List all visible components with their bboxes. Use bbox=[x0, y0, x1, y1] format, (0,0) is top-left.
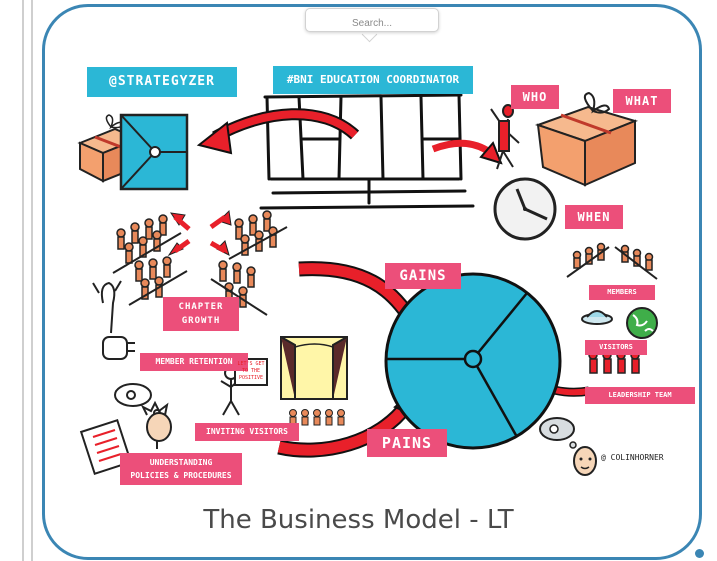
tag-pains: PAINS bbox=[367, 429, 447, 457]
tag-what: WHAT bbox=[613, 89, 671, 113]
growth-arrows-icon bbox=[167, 209, 232, 257]
arrow-left-icon bbox=[196, 108, 360, 155]
tag-strategyzer: @STRATEGYZER bbox=[87, 67, 237, 97]
tag-chapter-growth-line2: GROWTH bbox=[181, 316, 221, 326]
large-gift-box-icon bbox=[534, 91, 639, 187]
policy-paper-icon bbox=[79, 418, 133, 476]
credit-text: @ COLINHORNER bbox=[601, 453, 664, 462]
page-spine-right bbox=[31, 0, 33, 561]
resize-handle[interactable] bbox=[695, 549, 704, 558]
globe-icon bbox=[626, 307, 658, 339]
tag-understanding-line1: UNDERSTANDING bbox=[149, 458, 213, 467]
tag-member-retention: MEMBER RETENTION bbox=[140, 353, 248, 371]
tag-visitors: VISITORS bbox=[585, 340, 647, 355]
search-tooltip[interactable]: Search... bbox=[305, 8, 439, 32]
sketchnote-card[interactable]: @STRATEGYZER #BNI EDUCATION COORDINATOR … bbox=[42, 4, 702, 560]
image-caption: The Business Model - LT bbox=[203, 505, 514, 535]
arrow-right-icon bbox=[431, 139, 503, 165]
tag-chapter-growth-line1: CHAPTER bbox=[178, 302, 224, 312]
tag-gains: GAINS bbox=[385, 263, 461, 289]
sketchnote-drawing bbox=[77, 91, 658, 476]
tag-chapter-growth: CHAPTER GROWTH bbox=[163, 297, 239, 331]
canvas-square-icon bbox=[119, 113, 189, 191]
stage-icon bbox=[280, 336, 348, 426]
sign-text: LET'S GET TO THE POSITIVE bbox=[237, 361, 265, 381]
stick-figure-icon bbox=[490, 104, 520, 170]
tag-understanding-policies: UNDERSTANDING POLICIES & PROCEDURES bbox=[120, 453, 242, 485]
hand-icon bbox=[92, 280, 135, 360]
members-crowd-icon bbox=[566, 242, 658, 280]
crowd-icon bbox=[112, 210, 288, 316]
ufo-icon bbox=[581, 310, 613, 325]
clock-icon bbox=[493, 177, 557, 241]
value-proposition-circle-icon bbox=[384, 272, 562, 450]
tag-inviting-visitors: INVITING VISITORS bbox=[195, 423, 299, 441]
tag-members: MEMBERS bbox=[589, 285, 655, 300]
page-spine-left bbox=[22, 0, 24, 561]
canvas-grid-sketch bbox=[259, 93, 475, 210]
tag-leadership-team: LEADERSHIP TEAM bbox=[585, 387, 695, 404]
sketchnote-artwork bbox=[45, 7, 699, 557]
thinker-icon bbox=[114, 383, 172, 449]
tag-who: WHO bbox=[511, 85, 559, 109]
artist-head-icon bbox=[573, 446, 597, 476]
tag-bni-education-coordinator: #BNI EDUCATION COORDINATOR bbox=[273, 66, 473, 94]
tag-when: WHEN bbox=[565, 205, 623, 229]
thought-bubble-icon bbox=[539, 417, 577, 449]
tag-understanding-line2: POLICIES & PROCEDURES bbox=[130, 471, 232, 480]
